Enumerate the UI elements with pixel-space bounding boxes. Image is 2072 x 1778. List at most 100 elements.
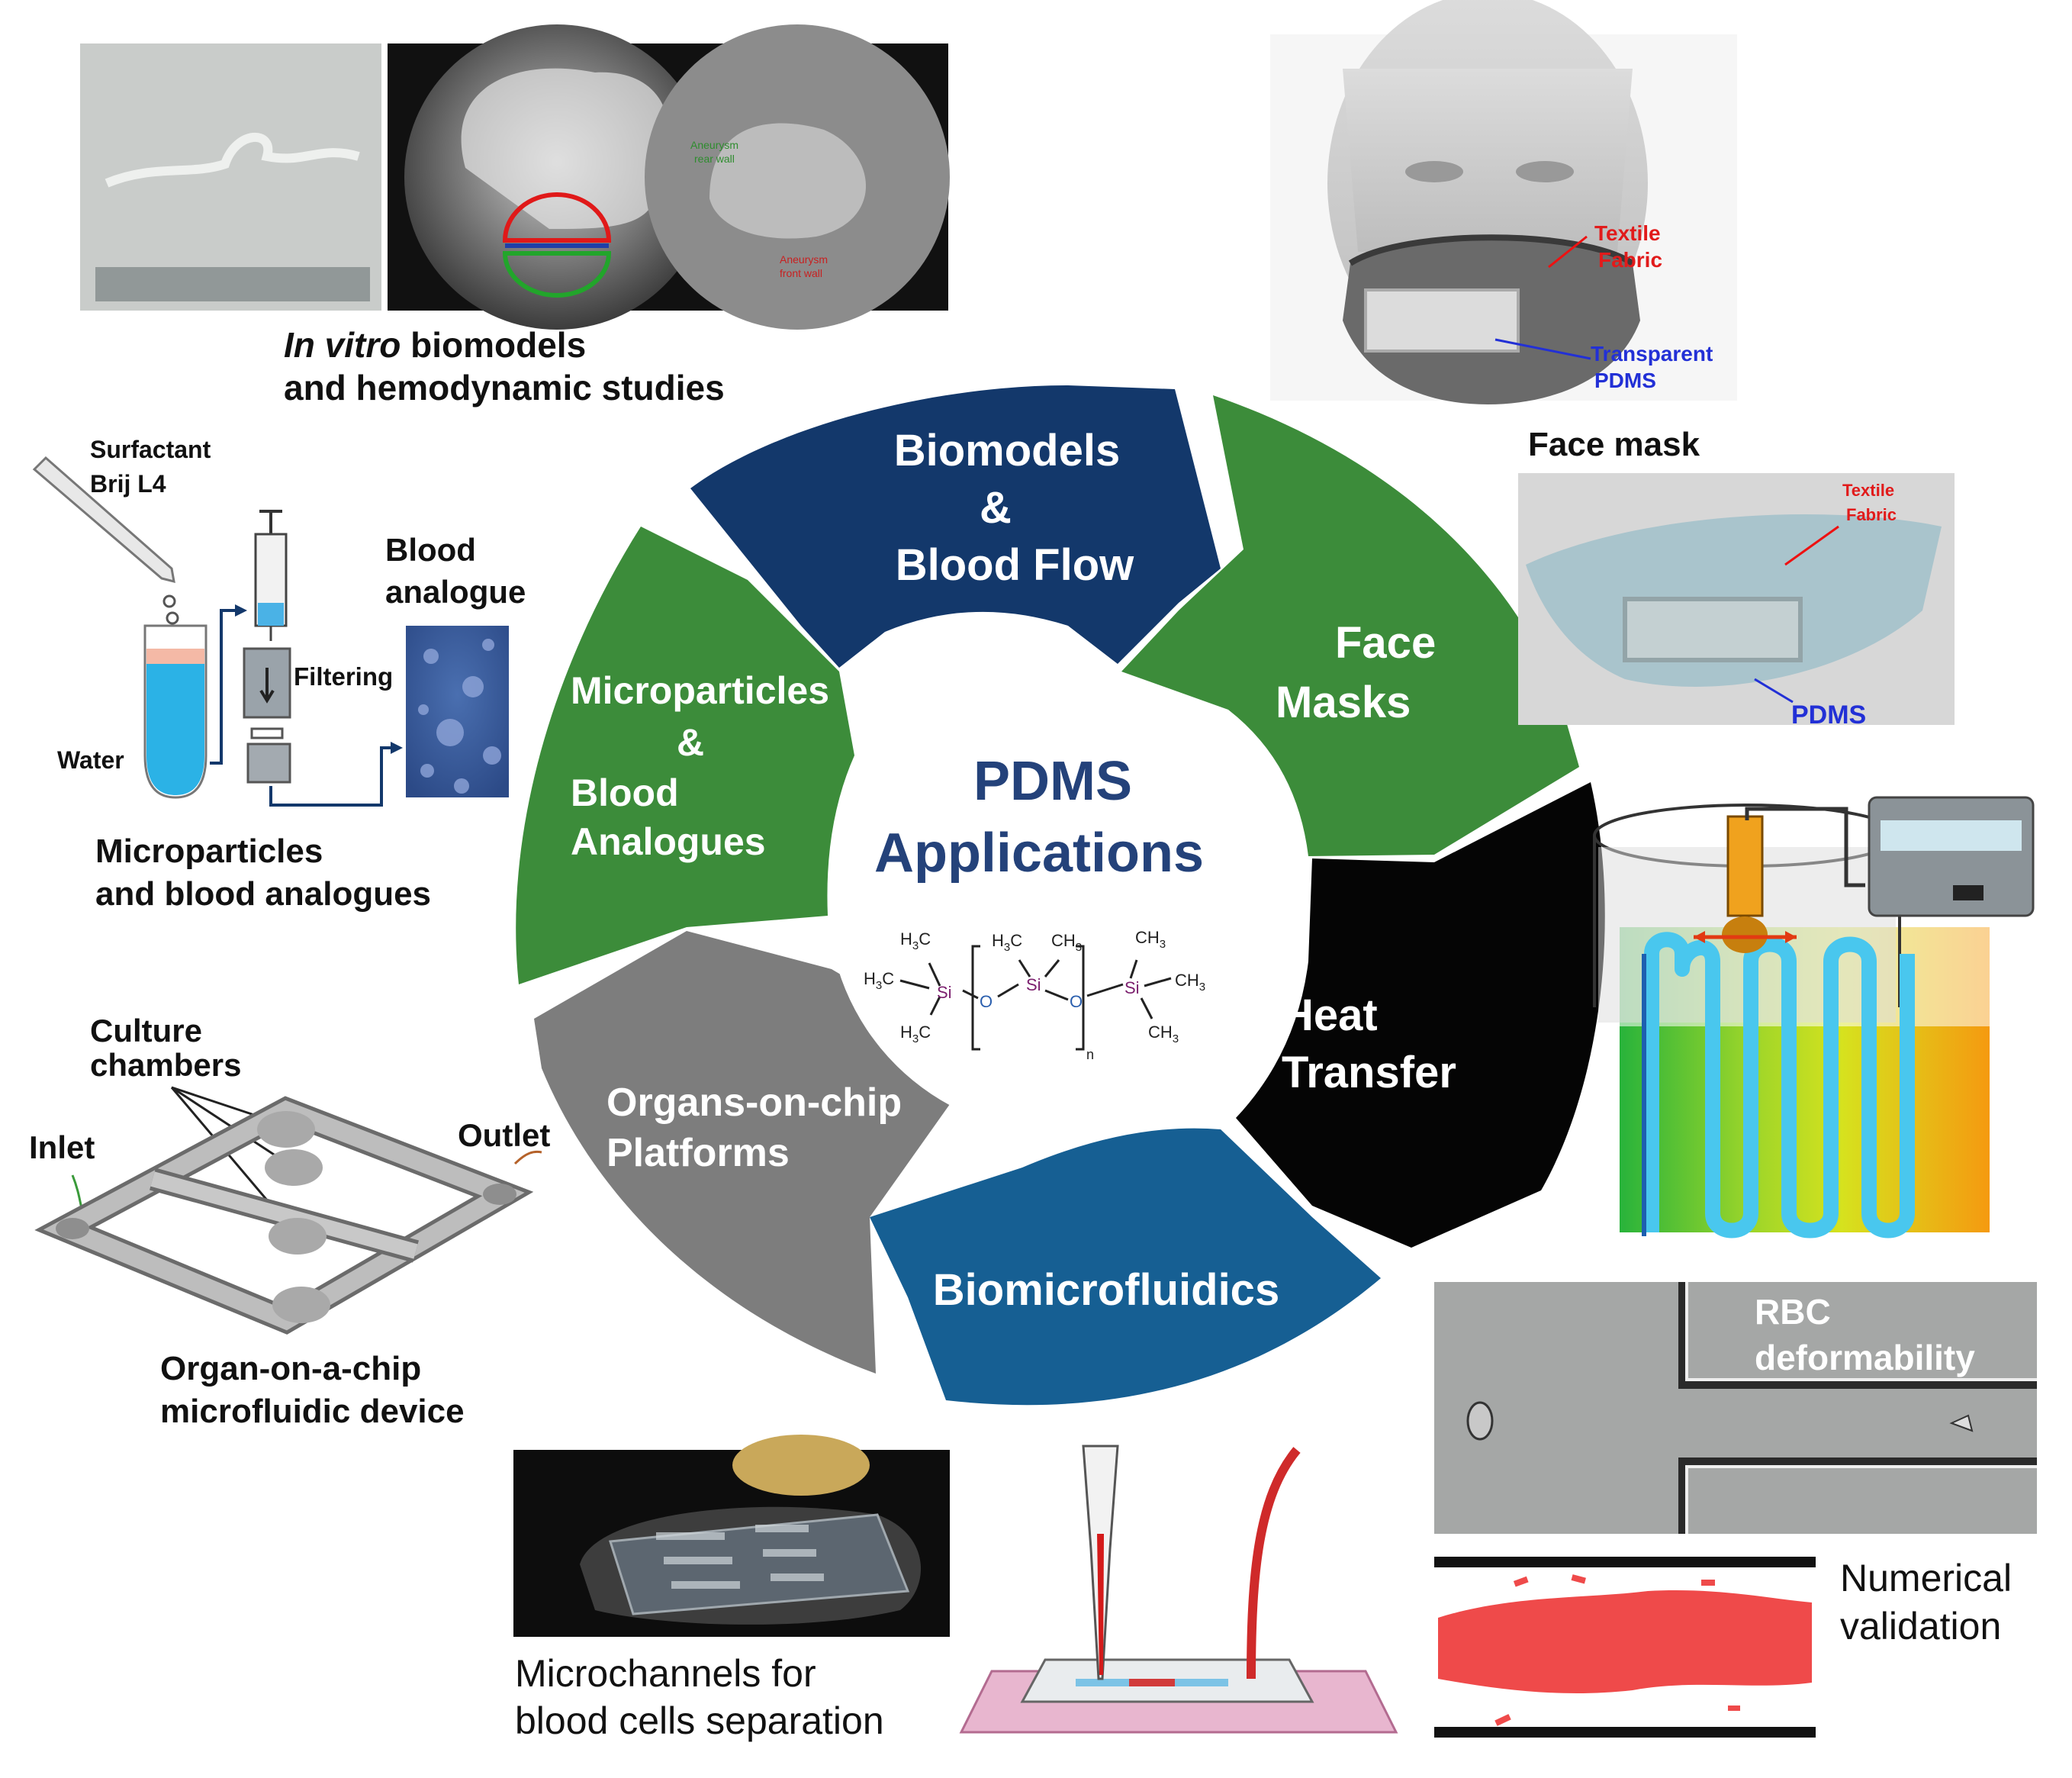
heat-label-2: Transfer	[1282, 1048, 1456, 1097]
pdms-structure: Si O Si O Si H3C H3C H3C H3C CH3 CH3 CH3…	[864, 928, 1205, 1062]
segment-biomodels[interactable]	[690, 385, 1221, 668]
rbc-label-2: deformability	[1755, 1338, 1975, 1377]
water-label: Water	[57, 746, 124, 774]
biomodels-label-2: &	[980, 483, 1012, 533]
segment-microparticles[interactable]	[516, 527, 854, 984]
si-1: Si	[937, 983, 952, 1002]
structure-bonds	[899, 945, 1172, 1051]
textile-label-1b: Fabric	[1598, 248, 1662, 272]
micro-label-1: Microparticles	[571, 669, 829, 712]
o-1: O	[980, 992, 993, 1011]
rbc-simulation	[1438, 1590, 1812, 1694]
front-wall-2: front wall	[780, 267, 822, 279]
invitro-caption-1: In vitro biomodels	[284, 325, 586, 365]
culture-label-2: chambers	[90, 1047, 241, 1083]
center-title-line2: Applications	[874, 823, 1204, 884]
filter-base	[246, 742, 291, 784]
blood-analogue-2: analogue	[385, 574, 526, 610]
textile-label-1a: Textile	[1594, 221, 1661, 245]
rbc-panel: RBC deformability Numerical validation	[1434, 1282, 2037, 1738]
facemask-title: Face mask	[1528, 426, 1700, 463]
biomicrofluidics-label: Biomicrofluidics	[933, 1265, 1279, 1315]
biomodels-label-1: Biomodels	[894, 426, 1121, 475]
pdms-label-photo: PDMS	[1791, 701, 1866, 730]
rear-wall-1: Aneurysm	[690, 139, 738, 151]
segment-biomicrofluidics[interactable]	[870, 1128, 1381, 1406]
mask-window	[1364, 288, 1520, 353]
heat-transfer-panel	[1593, 796, 2035, 1238]
organs-label-1: Organs-on-chip	[606, 1081, 902, 1125]
ch3-right: CH3	[1175, 971, 1205, 994]
ch3-bottom-right: CH3	[1148, 1023, 1179, 1045]
textile-label-2b: Fabric	[1846, 505, 1897, 524]
syringe	[254, 510, 288, 641]
si-2: Si	[1026, 975, 1041, 994]
separation-panel: Microchannels for blood cells separation	[513, 1435, 1398, 1742]
segment-organs-on-chip[interactable]	[534, 931, 954, 1374]
controller-device	[1868, 796, 2035, 917]
rbc-label-1: RBC	[1755, 1292, 1831, 1332]
ch3-top-mid: CH3	[1051, 931, 1082, 954]
si-3: Si	[1124, 978, 1140, 997]
organ-caption-2: microfluidic device	[160, 1393, 465, 1430]
pipette	[32, 456, 175, 584]
coil	[1644, 932, 1915, 1238]
micro-label-4: Analogues	[571, 820, 766, 863]
center-title-line1: PDMS	[973, 751, 1132, 812]
ch3-top-right: CH3	[1135, 928, 1166, 951]
chip-body	[34, 1096, 534, 1335]
center-title: PDMS Applications	[874, 751, 1204, 884]
separation-caption-1: Microchannels for	[515, 1652, 816, 1695]
water	[146, 664, 204, 795]
separation-caption-2: blood cells separation	[515, 1699, 884, 1742]
heat-label-1: Heat	[1282, 990, 1378, 1040]
h3c-top-mid: H3C	[992, 931, 1022, 954]
transparent-label-2: PDMS	[1594, 369, 1656, 392]
facemasks-label-1: Face	[1335, 618, 1436, 668]
invitro-panel: Aneurysm rear wall Aneurysm front wall I…	[80, 24, 950, 407]
organ-chip-panel: Culture chambers Inlet Outlet Organ-on-a…	[29, 1013, 550, 1430]
h3c-bottom-left: H3C	[900, 1023, 931, 1045]
segment-face-masks[interactable]	[1121, 395, 1579, 856]
probe	[1726, 815, 1764, 917]
application-wheel	[516, 385, 1605, 1406]
rbc-photo	[1434, 1282, 2037, 1534]
outlet-label: Outlet	[458, 1117, 550, 1153]
transparent-label-1: Transparent	[1591, 342, 1713, 366]
blood-analogue-1: Blood	[385, 532, 476, 568]
invitro-caption-2: and hemodynamic studies	[284, 368, 725, 407]
rbc-cell	[1466, 1401, 1494, 1441]
red-arc	[502, 192, 612, 243]
micro-label-3: Blood	[571, 771, 679, 814]
numerical-label-1: Numerical	[1840, 1557, 2012, 1599]
biomodels-label-3: Blood Flow	[896, 540, 1134, 590]
outlet-tubing	[1247, 1447, 1301, 1680]
center-disc	[828, 668, 1293, 1133]
surfactant-label-1: Surfactant	[90, 436, 211, 463]
aneurysm-labels: Aneurysm rear wall Aneurysm front wall	[690, 139, 828, 279]
methyl-labels: H3C H3C H3C H3C CH3 CH3 CH3 CH3 n	[864, 928, 1205, 1062]
facemasks-label-2: Masks	[1276, 678, 1411, 727]
microparticles-caption-1: Microparticles	[95, 833, 323, 870]
o-2: O	[1070, 992, 1083, 1011]
green-arc	[502, 251, 612, 298]
numerical-label-2: validation	[1840, 1605, 2001, 1648]
organ-caption-1: Organ-on-a-chip	[160, 1350, 421, 1387]
micro-label-2: &	[677, 721, 704, 764]
h3c-left: H3C	[864, 969, 894, 992]
front-wall-1: Aneurysm	[780, 253, 828, 266]
facemask-render-panel: Textile Fabric Transparent PDMS Face mas…	[1270, 0, 1955, 730]
segment-heat-transfer[interactable]	[1236, 782, 1605, 1248]
microparticles-panel: Surfactant Brij L4 Water Filtering Blood…	[32, 436, 526, 913]
separation-device	[959, 1445, 1398, 1734]
n-subscript: n	[1086, 1047, 1094, 1062]
h3c-top-left: H3C	[900, 929, 931, 952]
rear-wall-2: rear wall	[694, 153, 735, 165]
surfactant-label-2: Brij L4	[90, 470, 166, 498]
segment-labels: Biomodels & Blood Flow Face Masks Heat T…	[571, 426, 1456, 1315]
inlet-label: Inlet	[29, 1129, 95, 1165]
microparticles-caption-2: and blood analogues	[95, 875, 431, 913]
culture-label-1: Culture	[90, 1013, 202, 1048]
